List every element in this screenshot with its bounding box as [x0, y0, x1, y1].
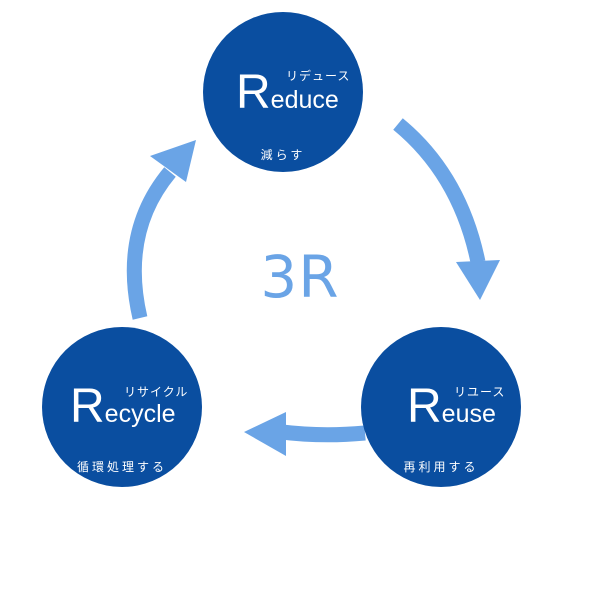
node-reduce: リデュース Reduce 減らす — [203, 12, 363, 172]
arrow-reuse-to-recycle — [281, 424, 366, 443]
reuse-rest: euse — [441, 400, 496, 428]
arrowhead-recycle-to-reduce — [150, 140, 196, 182]
reduce-word: Reduce — [236, 69, 339, 117]
center-label: 3R — [260, 243, 340, 311]
reduce-kana: リデュース — [286, 69, 351, 83]
recycle-word: Recycle — [70, 383, 176, 431]
recycle-subtitle: 循環処理する — [76, 460, 167, 474]
node-recycle: リサイクル Recycle 循環処理する — [42, 327, 202, 487]
recycle-rest: ecycle — [104, 400, 176, 428]
reuse-initial: R — [407, 380, 442, 433]
arrowhead-reduce-to-reuse — [456, 260, 500, 300]
arrow-reduce-to-reuse — [393, 118, 486, 264]
node-reuse: リユース Reuse 再利用する — [361, 327, 521, 487]
recycle-kana: リサイクル — [124, 385, 189, 399]
arrow-recycle-to-reduce — [126, 167, 176, 320]
reduce-subtitle: 減らす — [260, 148, 306, 162]
reduce-initial: R — [236, 66, 271, 119]
reuse-kana: リユース — [454, 385, 506, 399]
reuse-word: Reuse — [407, 383, 496, 431]
reuse-subtitle: 再利用する — [403, 460, 479, 474]
reduce-rest: educe — [270, 86, 339, 114]
arrowhead-reuse-to-recycle — [244, 412, 286, 456]
recycle-initial: R — [70, 380, 105, 433]
